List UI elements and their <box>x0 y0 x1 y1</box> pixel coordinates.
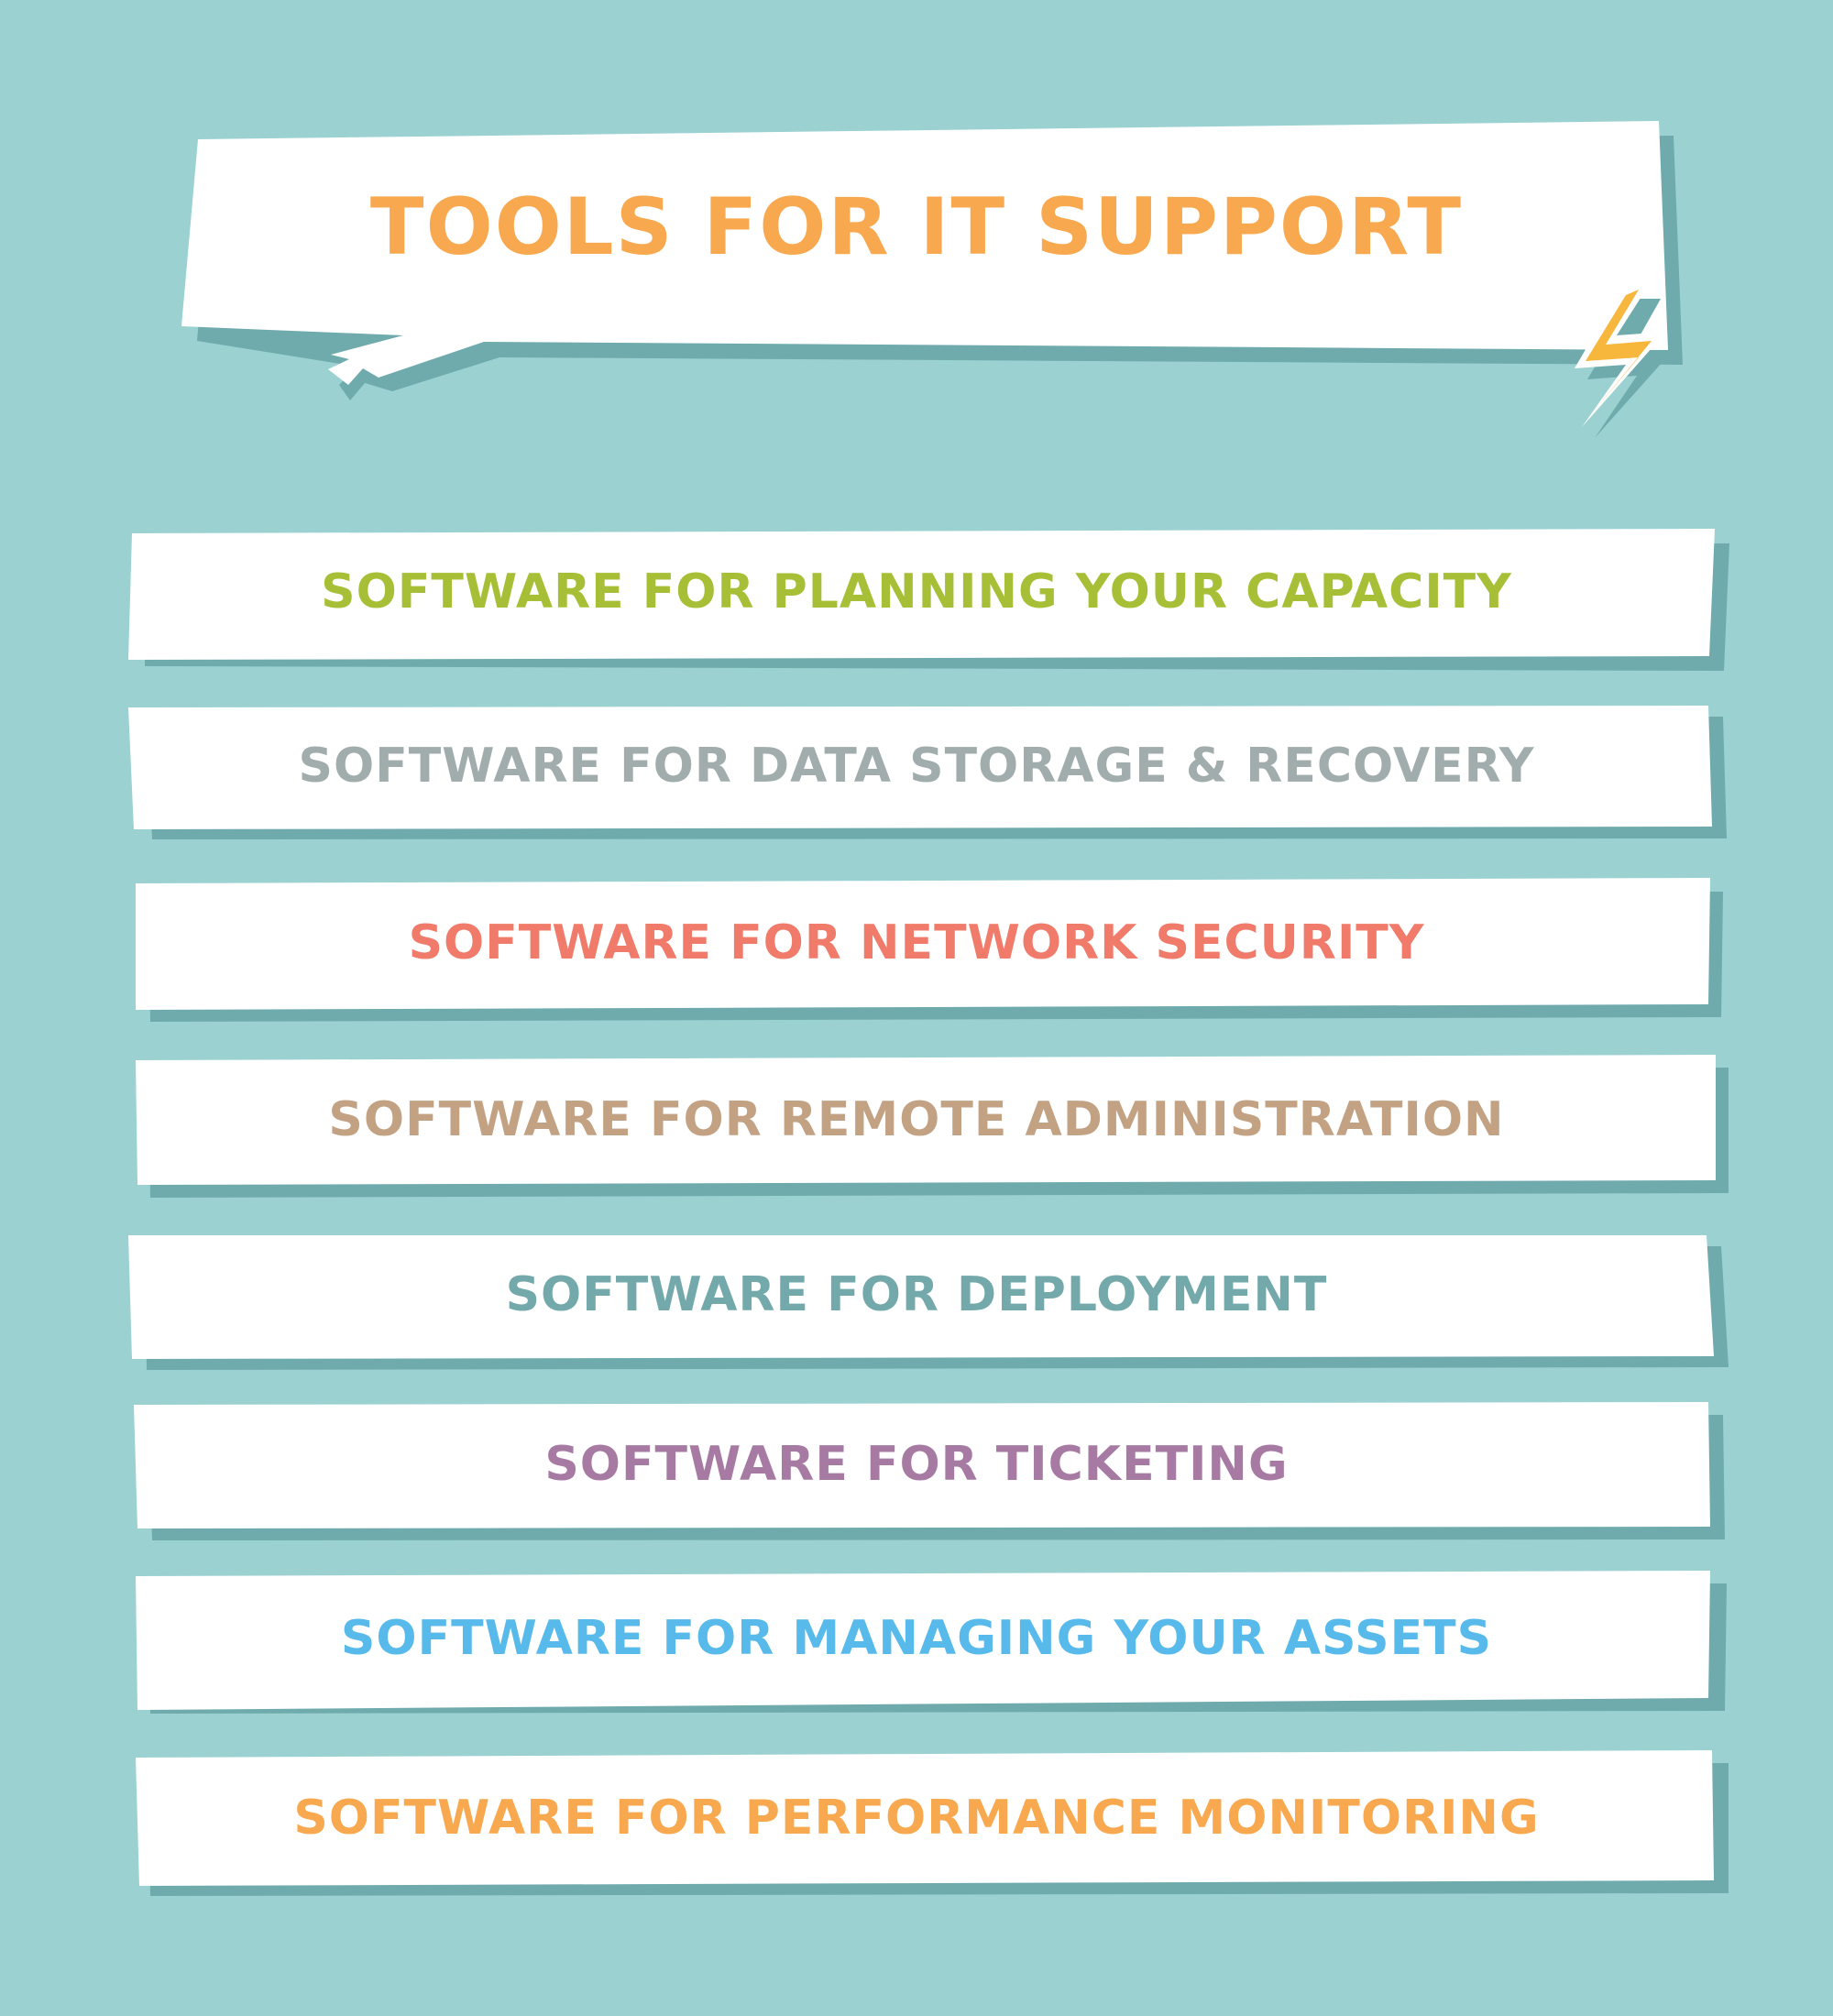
lightning-bolt-fill <box>1586 290 1652 412</box>
list-item-capacity-planning: Software for planning your capacity <box>321 564 1512 619</box>
card <box>134 1402 1710 1528</box>
list-item-data-storage: Software for data storage & recovery <box>298 739 1535 794</box>
card <box>136 1055 1716 1185</box>
page-title: Tools for IT Support <box>369 181 1464 273</box>
card <box>136 878 1710 1010</box>
list-item-asset-management: Software for managing your assets <box>340 1611 1493 1666</box>
card <box>136 1750 1714 1886</box>
card <box>128 706 1712 829</box>
title-banner-card <box>181 121 1668 385</box>
lightning-bolt-icon <box>1575 275 1670 438</box>
cards <box>128 529 1716 1886</box>
list-item-network-security: Software for network security <box>408 915 1425 970</box>
card <box>136 1571 1710 1710</box>
list-item-deployment: Software for deployment <box>505 1267 1328 1322</box>
list-item-ticketing: Software for ticketing <box>544 1437 1289 1492</box>
list-item-performance-monitoring: Software for performance monitoring <box>293 1791 1540 1846</box>
card <box>128 529 1715 660</box>
card <box>128 1235 1714 1359</box>
list-item-remote-administration: Software for remote administration <box>328 1092 1505 1147</box>
title-banner <box>181 121 1683 400</box>
